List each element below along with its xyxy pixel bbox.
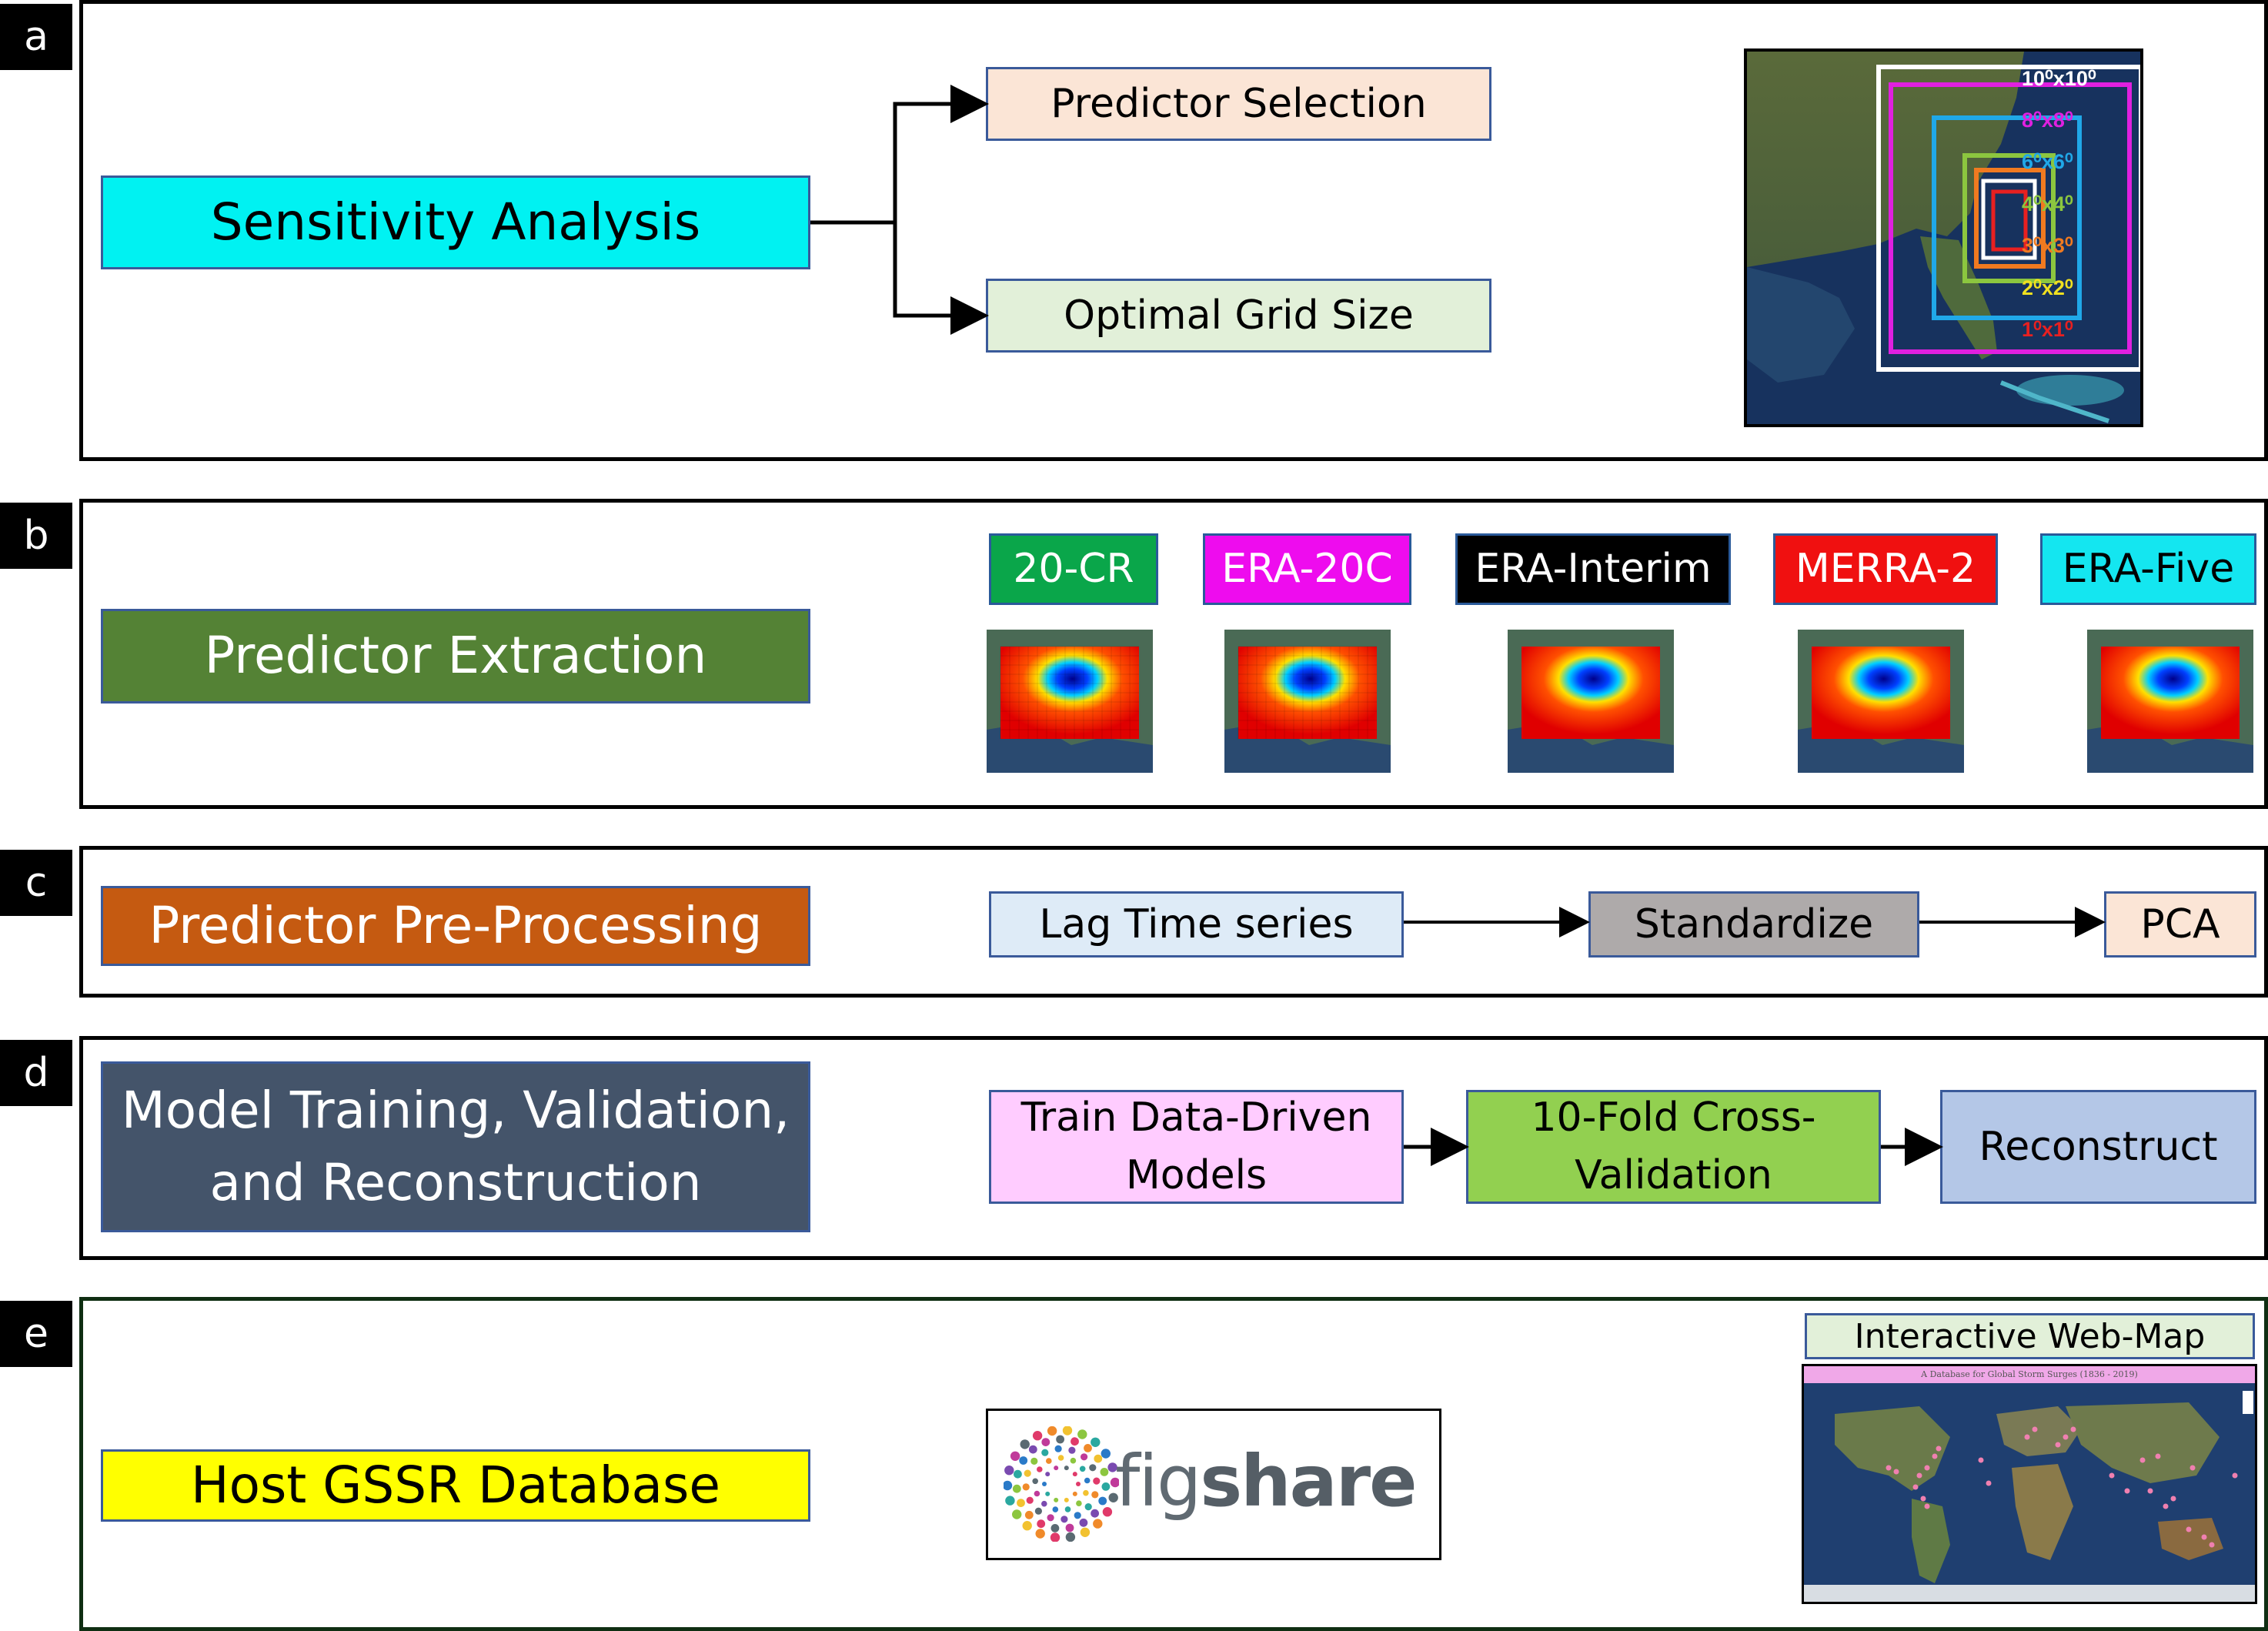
- pressure-heatmap-merra2: [1798, 630, 1964, 773]
- figshare-wordmark-share: share: [1200, 1440, 1417, 1522]
- webmap-header: A Database for Global Storm Surges (1836…: [1804, 1366, 2255, 1383]
- panel-c-tag: c: [0, 850, 72, 916]
- pressure-heatmap-graphic: [1508, 630, 1674, 773]
- reconstruct-box: Reconstruct: [1940, 1090, 2256, 1204]
- optimal-grid-size-box: Optimal Grid Size: [986, 279, 1491, 353]
- dataset-label-era20c: ERA-20C: [1203, 533, 1411, 605]
- lag-time-series-box: Lag Time series: [989, 891, 1404, 958]
- model-training-box: Model Training, Validation, and Reconstr…: [101, 1061, 810, 1232]
- cross-validation-line1: 10-Fold Cross-: [1531, 1095, 1816, 1141]
- grid-label-3: 3⁰x3⁰: [2022, 234, 2073, 257]
- train-models-line1: Train Data-Driven: [1020, 1095, 1372, 1141]
- cross-validation-line2: Validation: [1575, 1152, 1772, 1198]
- webmap-title-box: Interactive Web-Map: [1805, 1313, 2255, 1359]
- predictor-selection-box: Predictor Selection: [986, 67, 1491, 141]
- dataset-label-merra2: MERRA-2: [1773, 533, 1998, 605]
- panel-e-tag: e: [0, 1301, 72, 1367]
- figshare-wordmark-fig: fig: [1115, 1440, 1201, 1522]
- webmap-world-map: [1804, 1383, 2255, 1602]
- panel-a-tag: a: [0, 4, 72, 70]
- pressure-heatmap-erainterim: [1508, 630, 1674, 773]
- dataset-label-erainterim: ERA-Interim: [1455, 533, 1731, 605]
- figshare-swirl-icon: [1004, 1426, 1119, 1542]
- pca-box: PCA: [2104, 891, 2256, 958]
- dataset-label-erafive: ERA-Five: [2040, 533, 2256, 605]
- model-training-line1: Model Training, Validation,: [121, 1080, 790, 1140]
- pressure-heatmap-graphic: [1224, 630, 1391, 773]
- grid-label-10: 10⁰x10⁰: [2022, 67, 2096, 90]
- panel-d-tag: d: [0, 1040, 72, 1106]
- panel-b-tag: b: [0, 503, 72, 569]
- pressure-heatmap-20cr: [987, 630, 1153, 773]
- grid-size-map-graphic: [1747, 52, 2140, 424]
- train-models-line2: Models: [1125, 1152, 1268, 1198]
- grid-size-map: 10⁰x10⁰ 8⁰x8⁰ 6⁰x6⁰ 4⁰x4⁰ 3⁰x3⁰ 2⁰x2⁰ 1⁰…: [1744, 48, 2143, 427]
- grid-label-2: 2⁰x2⁰: [2022, 276, 2073, 299]
- model-training-line2: and Reconstruction: [209, 1153, 702, 1212]
- dataset-label-20cr: 20-CR: [989, 533, 1158, 605]
- host-gssr-box: Host GSSR Database: [101, 1449, 810, 1522]
- pressure-heatmap-era20c: [1224, 630, 1391, 773]
- pressure-heatmap-graphic: [2087, 630, 2253, 773]
- figshare-wordmark: figshare: [1115, 1440, 1417, 1522]
- standardize-box: Standardize: [1588, 891, 1919, 958]
- figshare-logo-panel: figshare: [986, 1409, 1441, 1560]
- grid-label-4: 4⁰x4⁰: [2022, 192, 2073, 216]
- webmap-screenshot: A Database for Global Storm Surges (1836…: [1802, 1364, 2257, 1604]
- grid-label-6: 6⁰x6⁰: [2022, 150, 2073, 173]
- sensitivity-analysis-box: Sensitivity Analysis: [101, 175, 810, 269]
- pressure-heatmap-graphic: [987, 630, 1153, 773]
- pressure-heatmap-graphic: [1798, 630, 1964, 773]
- grid-label-1: 1⁰x1⁰: [2022, 318, 2073, 341]
- predictor-preprocessing-box: Predictor Pre-Processing: [101, 886, 810, 966]
- grid-label-8: 8⁰x8⁰: [2022, 109, 2073, 132]
- cross-validation-box: 10-Fold Cross- Validation: [1466, 1090, 1881, 1204]
- predictor-extraction-box: Predictor Extraction: [101, 609, 810, 704]
- pressure-heatmap-erafive: [2087, 630, 2253, 773]
- train-models-box: Train Data-Driven Models: [989, 1090, 1404, 1204]
